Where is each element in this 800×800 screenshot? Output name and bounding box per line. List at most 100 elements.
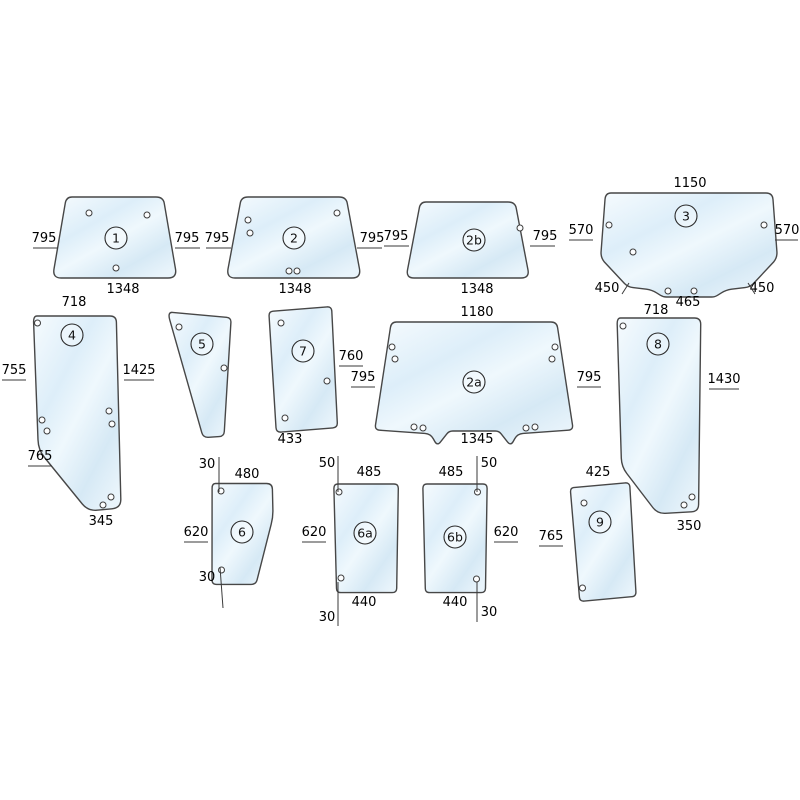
panel-2a-glass — [374, 321, 574, 445]
panel-3-number: 3 — [682, 209, 690, 224]
dim-p3-bottom-right: 450 — [750, 281, 775, 296]
panel-9-number-badge: 9 — [588, 510, 612, 534]
dim-p6a-left: 620 — [302, 525, 327, 540]
panel-6-number: 6 — [238, 525, 246, 540]
panel-4-number-badge: 4 — [60, 323, 84, 347]
mounting-hole — [143, 211, 151, 219]
mounting-hole — [285, 267, 293, 275]
mounting-hole — [551, 343, 559, 351]
mounting-hole — [629, 248, 637, 256]
dim-p6-top: 480 — [235, 467, 260, 482]
badge-circle — [353, 521, 377, 545]
badge-circle — [588, 510, 612, 534]
mounting-hole — [175, 323, 183, 331]
mounting-hole — [516, 224, 524, 232]
panel-7-holes — [277, 319, 331, 422]
panel-3: 3 1150 570 570 450 465 450 — [569, 176, 800, 310]
panel-5-number: 5 — [198, 337, 206, 352]
panel-3-number-badge: 3 — [674, 204, 698, 228]
badge-circle — [190, 332, 214, 356]
mounting-hole — [391, 355, 399, 363]
dim-p2b-left: 795 — [384, 229, 409, 244]
panel-4-holes — [34, 319, 116, 509]
panel-4: 4 718 755 1425 765 345 — [2, 295, 156, 529]
dim-p7-right: 760 — [339, 349, 364, 364]
dim-tick — [621, 282, 630, 295]
panel-7: 7 760 433 — [268, 306, 364, 447]
badge-circle — [291, 339, 315, 363]
dim-p1-bottom: 1348 — [106, 282, 139, 297]
panel-9-holes — [579, 499, 588, 592]
dim-p4-top: 718 — [62, 295, 87, 310]
panel-2a-number: 2a — [466, 375, 482, 390]
dim-p4-bottom: 345 — [89, 514, 114, 529]
dim-tick — [747, 282, 756, 295]
dim-p2-bottom: 1348 — [278, 282, 311, 297]
panel-2a: 2a 1180 795 795 1345 — [351, 305, 602, 447]
panel-6-glass — [211, 482, 274, 586]
dim-p2b-bottom: 1348 — [460, 282, 493, 297]
dim-p6a-bottom: 440 — [352, 595, 377, 610]
mounting-hole — [419, 424, 427, 432]
panel-3-glass — [600, 192, 778, 298]
mounting-hole — [473, 575, 480, 583]
badge-circle — [462, 370, 486, 394]
mounting-hole — [105, 407, 113, 415]
dim-p6b-top-offset: 50 — [481, 456, 498, 471]
panel-1: 1 795 795 1348 — [32, 196, 200, 297]
mounting-hole — [664, 287, 672, 295]
panel-4-glass — [32, 315, 122, 511]
mounting-hole — [246, 229, 254, 237]
panel-2b-number-badge: 2b — [462, 228, 486, 252]
dim-p6b-right: 620 — [494, 525, 519, 540]
panel-8-holes — [619, 322, 696, 509]
panel-2-glass — [227, 196, 361, 279]
panel-7-number: 7 — [299, 344, 307, 359]
dim-p8-right: 1430 — [707, 372, 740, 387]
dim-p1-right: 795 — [175, 231, 200, 246]
mounting-hole — [38, 416, 46, 424]
panel-2-holes — [244, 209, 341, 275]
dim-p6a-top: 485 — [357, 465, 382, 480]
mounting-hole — [277, 319, 285, 327]
mounting-hole — [531, 423, 539, 431]
panel-2a-holes — [388, 343, 559, 432]
mounting-hole — [293, 267, 301, 275]
mounting-hole — [688, 493, 696, 501]
dim-p6a-bottom-offset: 30 — [319, 610, 336, 625]
panel-6a: 6a 50 485 620 440 30 — [302, 456, 400, 626]
dim-p2a-top: 1180 — [460, 305, 493, 320]
dim-p8-top: 718 — [644, 303, 669, 318]
dim-p4-left: 755 — [2, 363, 27, 378]
panel-2b-holes — [516, 224, 524, 232]
dim-p8-bottom: 350 — [677, 519, 702, 534]
mounting-hole — [580, 499, 588, 507]
mounting-hole — [112, 264, 120, 272]
mounting-hole — [619, 322, 627, 330]
panel-1-number: 1 — [112, 231, 120, 246]
dim-p4-right: 1425 — [122, 363, 155, 378]
panel-2a-number-badge: 2a — [462, 370, 486, 394]
dim-p3-right: 570 — [775, 223, 800, 238]
mounting-hole — [108, 420, 116, 428]
dim-p6-bottom-offset: 30 — [199, 570, 216, 585]
dim-p6-left: 620 — [184, 525, 209, 540]
panel-7-number-badge: 7 — [291, 339, 315, 363]
dim-p2b-right: 795 — [533, 229, 558, 244]
mounting-hole — [218, 566, 225, 574]
panel-2-number: 2 — [290, 231, 298, 246]
badge-circle — [674, 204, 698, 228]
mounting-hole — [548, 355, 556, 363]
dim-p3-bottom-center: 465 — [676, 295, 701, 310]
panel-6b-number: 6b — [447, 530, 463, 545]
panel-6b-glass — [422, 483, 488, 594]
panel-4-number: 4 — [68, 328, 76, 343]
panel-7-glass — [268, 306, 339, 433]
panel-9-glass — [569, 482, 637, 602]
dim-p3-left: 570 — [569, 223, 594, 238]
panel-3-holes — [605, 221, 768, 295]
badge-circle — [443, 525, 467, 549]
badge-circle — [282, 226, 306, 250]
panel-5-holes — [175, 323, 228, 372]
mounting-hole — [85, 209, 93, 217]
